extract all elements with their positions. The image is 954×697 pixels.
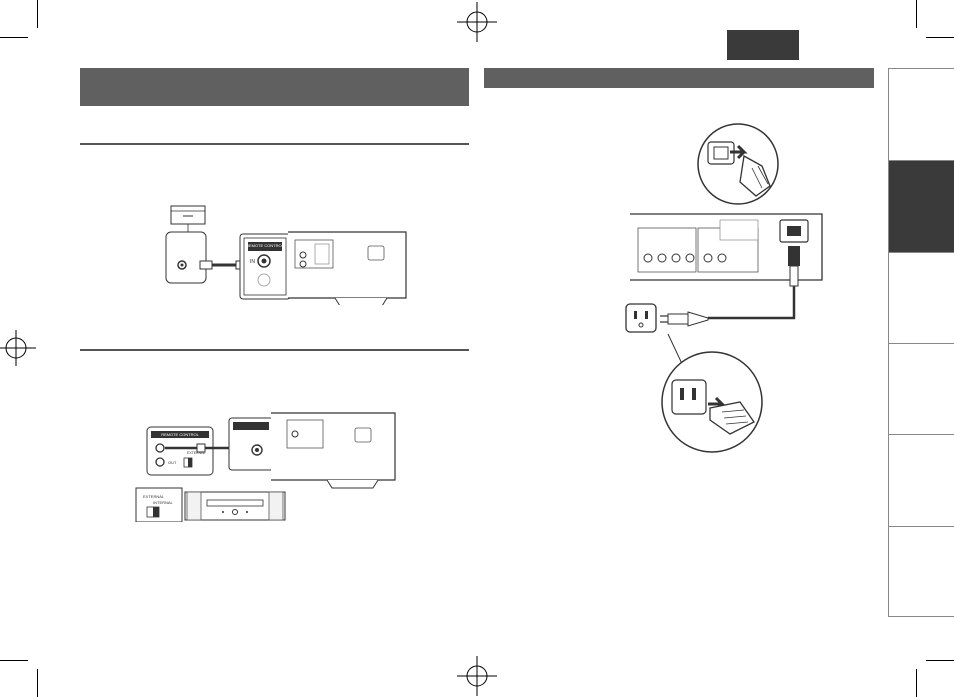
crop-mark-icon (916, 669, 917, 697)
crop-mark-icon (926, 660, 954, 661)
power-connection-diagram (625, 123, 823, 453)
side-tab-6[interactable] (888, 526, 954, 617)
subsection-rule-bottom (80, 349, 469, 351)
wall-outlet-icon (625, 303, 657, 333)
crop-mark-icon (37, 0, 38, 28)
registration-mark-icon (457, 2, 497, 42)
side-tab-4[interactable] (888, 343, 954, 434)
crop-mark-icon (926, 37, 954, 38)
ir-receiver-jack-zoom (165, 231, 207, 284)
registration-mark-icon (457, 656, 497, 696)
out-label: OUT (168, 460, 177, 465)
crop-mark-icon (0, 37, 28, 38)
power-plug-icon (739, 154, 771, 197)
power-plug-icon (667, 313, 689, 325)
side-navigation (888, 68, 954, 617)
registration-mark-icon (0, 330, 36, 366)
remote-in-connection-diagram: REMOTE CONTROL IN (165, 205, 407, 305)
ir-receiver-device (170, 205, 206, 225)
ac-inlet-icon (367, 245, 385, 261)
remote-out-connection-diagram: REMOTE CONTROL OUT EXTERNAL EXTERNAL INT… (135, 412, 396, 522)
crop-mark-icon (37, 669, 38, 697)
remote-control-label: REMOTE CONTROL (246, 243, 285, 248)
external-label: EXTERNAL (187, 451, 206, 455)
language-tab[interactable] (727, 30, 799, 60)
side-tab-3[interactable] (888, 252, 954, 343)
crop-mark-icon (916, 0, 917, 28)
in-label: IN (250, 259, 255, 265)
remote-control-heading: REMOTE CONTROL (161, 432, 200, 437)
ac-inlet-icon (354, 427, 372, 443)
side-tab-2-active[interactable] (888, 160, 954, 252)
side-tab-5[interactable] (888, 434, 954, 526)
switch-external-label: EXTERNAL (143, 494, 165, 499)
crop-mark-icon (0, 660, 28, 661)
switch-internal-label: INTERNAL (153, 500, 174, 505)
wall-outlet-icon (671, 379, 707, 415)
side-tab-1[interactable] (888, 68, 954, 160)
section-header-left (80, 68, 469, 106)
section-header-right (484, 68, 874, 88)
subsection-rule-top (80, 143, 469, 145)
